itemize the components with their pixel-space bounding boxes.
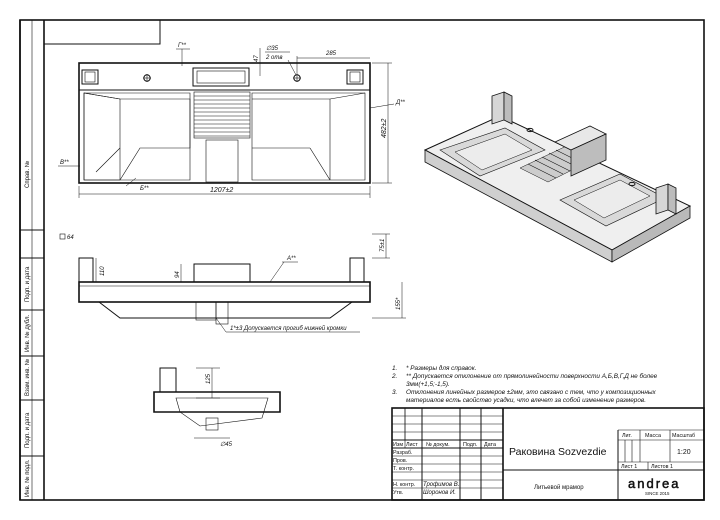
scale-value: 1:20 [677,449,691,456]
dim-155: 155* [396,297,402,310]
drain-grille [193,91,251,183]
note-3-cont: материалов есть свойство усадки, что вле… [406,396,646,404]
dim-75: 75±1 [380,239,386,252]
notes: 1. * Размеры для справок. 2. ** Допускае… [391,364,658,404]
callout-d: Д** [395,100,406,106]
side-label-sprav: Справ. № [24,161,31,188]
col-doc: № докум. [426,442,450,448]
col-lit: Лит. [622,433,632,439]
dim-depth: 482±2 [381,118,388,138]
dim-125: 125 [206,373,212,384]
side-label-podp1: Подп. и дата [25,266,31,302]
note-1-text: * Размеры для справок. [406,364,477,372]
note-2-cont: 3мм(+1,5;-1,5). [406,381,450,388]
note-3-num: 3. [392,389,397,396]
isometric-view [423,91,692,263]
side-label-podp2: Подп. и дата [25,412,31,448]
note-1-num: 1. [392,365,397,372]
row-razrab: Разраб. [393,450,412,456]
row-prov: Пров. [393,458,407,464]
callout-a: А** [286,256,296,262]
col-list: Лист [406,442,418,448]
side-strip: Справ. № Подп. и дата Инв. № дубл. Взам.… [19,20,45,500]
row-n-kontr: Н. контр. [393,482,415,488]
side-view: 125 ∅45 [153,367,281,448]
col-massa: Масса [645,433,661,439]
top-stamp-box [43,19,161,45]
row-t-kontr: Т. контр. [393,466,414,472]
title-block: Изм Лист № докум. Подп. Дата Разраб. Про… [391,407,705,501]
dim-47: 47 [254,55,260,62]
callout-v: В** [60,160,69,166]
side-label-vzam: Взам. инв. № [24,359,31,396]
side-label-inv-podl: Инв. № подл. [24,459,31,497]
n-kontr-name: Трофимов В. [423,482,459,488]
col-date: Дата [484,442,496,448]
brand-since: SINCE 2015 [645,491,670,496]
dim-drain: ∅45 [220,441,233,448]
sheet-frame [19,19,705,501]
dim-110: 110 [100,266,106,276]
dim-hole: ∅35 [266,45,279,52]
dim-holes-count: 2 отв [265,55,282,61]
side-label-inv-dubl: Инв. № дубл. [24,315,31,352]
sheet-number: Лист 1 [621,464,637,470]
dim-285: 285 [325,51,337,57]
col-podp: Подп. [463,442,477,448]
row-utv: Утв. [393,490,403,496]
col-masshtab: Масштаб [672,433,695,439]
brand-logo: andrea [628,476,680,491]
utv-name: Шоронов И. [423,490,456,496]
plan-view: 1207±2 482±2 285 47 ∅35 2 отв Г** В** Б*… [58,43,406,198]
dim-64: 64 [67,235,74,241]
note-bend: 1*±3 Допускается прогиб нижней кромки [230,325,347,332]
dim-94: 94 [175,271,181,278]
note-2-num: 2. [391,373,397,380]
front-view: 64 110 94 75±1 155* А** 1*±3 Допускается… [59,233,406,333]
dim-width: 1207±2 [210,187,233,194]
note-2-text: ** Допускается отклонение от прямолинейн… [406,372,658,380]
sheets-count: Листов 1 [651,464,673,470]
note-3-text: Отклонения линейных размеров ±2мм, это с… [406,388,657,396]
callout-b: Б** [140,186,149,192]
material: Литьевой мрамор [534,484,584,491]
drawing-title: Раковина Sozvezdie [509,446,607,458]
col-izm: Изм [393,442,403,448]
callout-g: Г** [178,43,187,49]
